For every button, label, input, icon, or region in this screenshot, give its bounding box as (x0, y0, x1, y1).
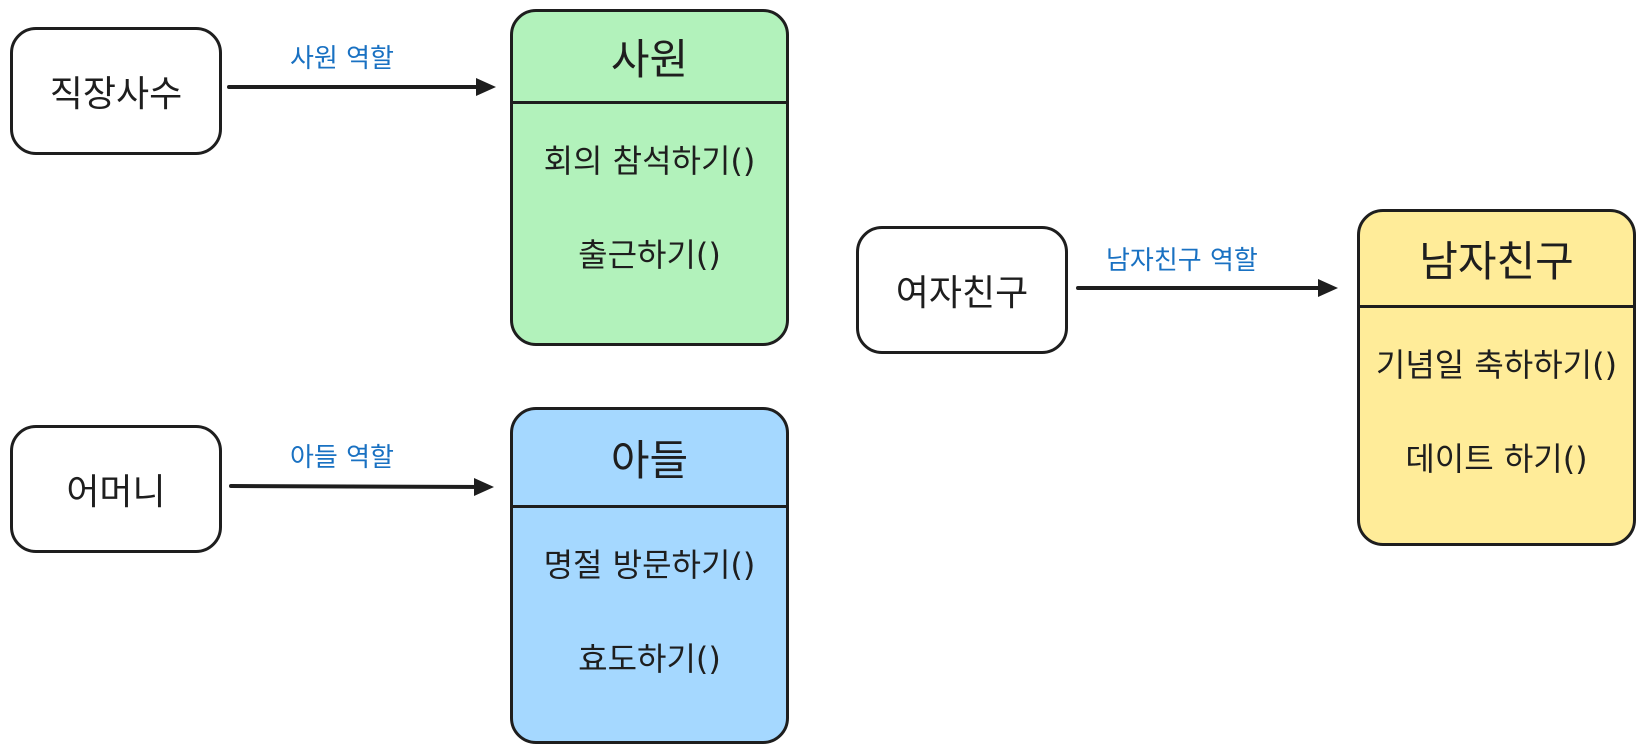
edge-label-employee-role: 사원 역할 (290, 44, 394, 74)
role-methods-boyfriend: 기념일 축하하기() 데이트 하기() (1360, 308, 1633, 543)
role-title-employee: 사원 (513, 12, 786, 104)
method-item: 데이트 하기() (1405, 440, 1588, 478)
method-item: 기념일 축하하기() (1375, 346, 1618, 384)
role-title-son: 아들 (513, 410, 786, 508)
edge-label-boyfriend-role: 남자친구 역할 (1106, 246, 1258, 276)
role-box-employee[interactable]: 사원 회의 참석하기() 출근하기() (510, 9, 789, 346)
role-box-son[interactable]: 아들 명절 방문하기() 효도하기() (510, 407, 789, 744)
actor-girlfriend[interactable]: 여자친구 (856, 226, 1068, 354)
method-item: 회의 참석하기() (543, 142, 756, 180)
role-methods-employee: 회의 참석하기() 출근하기() (513, 104, 786, 343)
method-item: 명절 방문하기() (543, 546, 756, 584)
role-title-boyfriend: 남자친구 (1360, 212, 1633, 308)
arrowhead-boyfriend (1318, 279, 1338, 297)
edge-label-son-role: 아들 역할 (290, 443, 394, 473)
arrow-mother-to-son (229, 484, 490, 489)
arrowhead-employee (476, 78, 496, 96)
actor-boss[interactable]: 직장사수 (10, 27, 222, 155)
arrowhead-son (474, 478, 494, 496)
role-box-boyfriend[interactable]: 남자친구 기념일 축하하기() 데이트 하기() (1357, 209, 1636, 546)
actor-mother[interactable]: 어머니 (10, 425, 222, 553)
method-item: 출근하기() (578, 236, 721, 274)
method-item: 효도하기() (578, 640, 721, 678)
role-methods-son: 명절 방문하기() 효도하기() (513, 508, 786, 741)
